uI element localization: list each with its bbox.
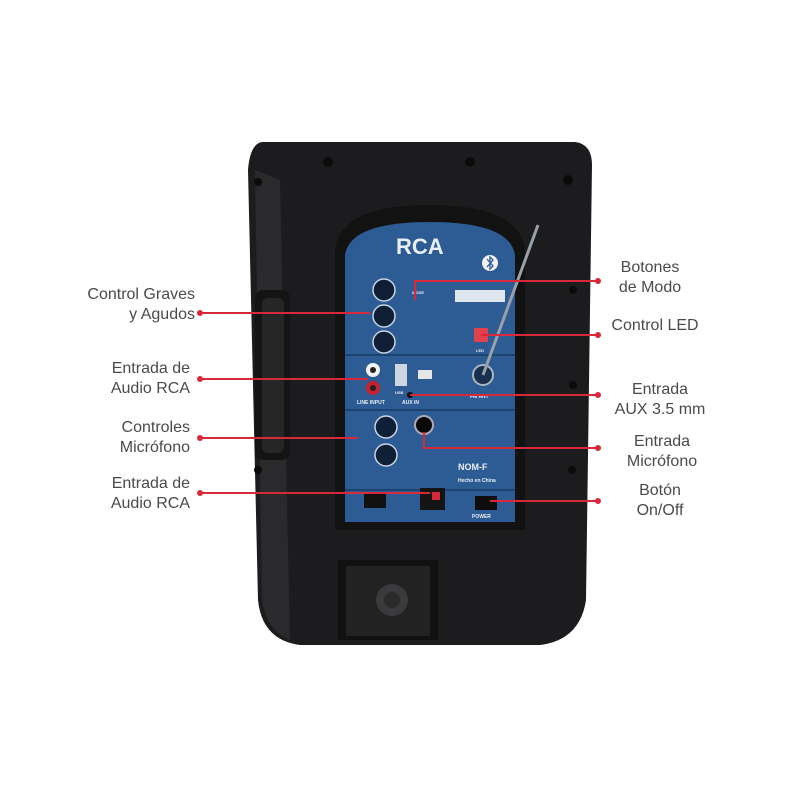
ac-inlet: [364, 493, 386, 508]
label-line: Control Graves: [87, 286, 195, 303]
label-line: Entrada de: [111, 360, 190, 377]
panel-nom: NOM-F: [458, 462, 488, 472]
label-line: Control LED: [611, 317, 699, 334]
label-line: de Modo: [618, 279, 682, 296]
panel-power: POWER: [472, 514, 491, 520]
panel-fm-ant: FM ANT: [470, 394, 489, 400]
knobs: [372, 278, 398, 467]
label-rca-input-1: Entrada de Audio RCA: [111, 359, 190, 399]
power-switch: [475, 496, 497, 510]
label-aux-input: Entrada AUX 3.5 mm: [605, 380, 715, 420]
label-rca-input-2: Entrada de Audio RCA: [111, 474, 190, 514]
label-line: y Agudos: [129, 306, 195, 323]
mic-jack: [414, 415, 434, 435]
panel-brand: RCA: [396, 234, 444, 259]
label-line: Micrófono: [119, 439, 190, 456]
label-mic-controls: Controles Micrófono: [120, 418, 190, 458]
fm-antenna: [481, 224, 540, 376]
label-line: Entrada: [631, 381, 689, 398]
label-line: Botones: [620, 259, 680, 276]
usb-port: [395, 364, 407, 386]
label-line: Entrada de: [111, 475, 190, 492]
handle: [262, 298, 284, 453]
panel-led: LED: [476, 348, 484, 353]
label-led-control: Control LED: [600, 316, 710, 336]
panel-aux-in: AUX IN: [402, 400, 419, 406]
label-line: Micrófono: [626, 453, 698, 470]
panel-mode: MODE: [412, 290, 424, 295]
screw-holes: [254, 157, 577, 474]
panel-usb: USB: [395, 390, 404, 395]
label-power-button: Botón On/Off: [620, 481, 700, 521]
panel-line-input: LINE INPUT: [357, 400, 385, 406]
label-line: Controles: [121, 419, 190, 436]
callout-dots: [197, 278, 601, 504]
label-line: Audio RCA: [110, 495, 190, 512]
label-mode-buttons: Botones de Modo: [600, 258, 700, 298]
label-mic-input: Entrada Micrófono: [612, 432, 712, 472]
panel-made-in: Hecho en China: [458, 478, 496, 484]
callout-lines: [200, 280, 598, 502]
label-line: Entrada: [633, 433, 691, 450]
label-line: On/Off: [636, 502, 684, 519]
label-line: Audio RCA: [110, 380, 190, 397]
label-line: AUX 3.5 mm: [614, 401, 706, 418]
label-bass-treble: Control Graves y Agudos: [87, 285, 195, 325]
label-line: Botón: [639, 482, 681, 499]
